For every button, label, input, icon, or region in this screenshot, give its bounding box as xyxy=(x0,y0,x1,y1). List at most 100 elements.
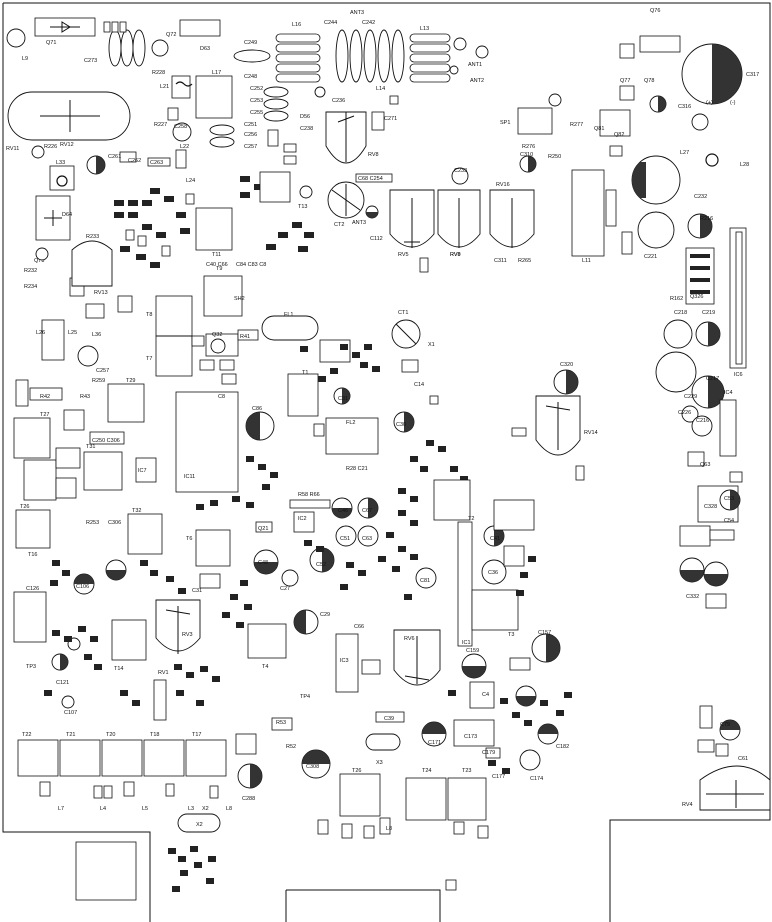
svg-text:C179: C179 xyxy=(482,750,495,756)
svg-text:(+): (+) xyxy=(706,100,713,106)
svg-text:T32: T32 xyxy=(132,508,141,514)
svg-text:CT2: CT2 xyxy=(334,222,344,228)
label-T23: T23 xyxy=(462,768,471,774)
svg-text:C157: C157 xyxy=(538,630,551,636)
svg-text:C250 C306: C250 C306 xyxy=(92,438,120,444)
svg-text:C177: C177 xyxy=(492,774,505,780)
label-RV13: RV13 xyxy=(94,290,108,296)
svg-text:C39: C39 xyxy=(384,716,394,722)
smt-cluster-left-lower xyxy=(44,560,220,706)
svg-text:C310: C310 xyxy=(520,152,533,158)
svg-text:D63: D63 xyxy=(200,46,210,52)
svg-text:L14: L14 xyxy=(376,86,385,92)
svg-text:Q21: Q21 xyxy=(258,526,268,532)
svg-text:T11: T11 xyxy=(212,252,221,258)
left-middle-region: D64 R233 R232 R234 Q73 L26 L25 L36 C257 xyxy=(24,171,314,374)
svg-text:C271: C271 xyxy=(384,116,397,122)
svg-text:Q326: Q326 xyxy=(690,294,703,300)
svg-text:C27: C27 xyxy=(280,586,290,592)
svg-text:C257: C257 xyxy=(96,368,109,374)
svg-text:C112: C112 xyxy=(370,236,383,242)
bottom-center-region: R53 R52 C308 T26 T24 L8 C177 C179 xyxy=(271,717,505,891)
svg-text:ANT2: ANT2 xyxy=(470,78,484,84)
svg-text:R28 C21: R28 C21 xyxy=(346,466,368,472)
svg-text:C84 C83 C8: C84 C83 C8 xyxy=(236,262,266,268)
label-RV14: RV14 xyxy=(584,430,598,436)
svg-text:L36: L36 xyxy=(92,332,101,338)
svg-text:C256: C256 xyxy=(244,132,257,138)
svg-text:R42: R42 xyxy=(40,394,50,400)
svg-text:D64: D64 xyxy=(62,212,72,218)
svg-text:C258: C258 xyxy=(174,124,187,130)
label-RV5: RV5 xyxy=(398,252,409,258)
svg-text:L28: L28 xyxy=(740,162,749,168)
svg-text:C4: C4 xyxy=(482,692,489,698)
right-middle-region: C320 C217 C229 C226 C218 C219 IC4 C216 Q… xyxy=(535,310,743,609)
svg-text:L8: L8 xyxy=(226,806,232,812)
svg-text:SH2: SH2 xyxy=(234,296,245,302)
svg-text:R228: R228 xyxy=(152,70,165,76)
svg-text:C67: C67 xyxy=(362,508,372,514)
label-FL1: FL1 xyxy=(284,312,293,318)
svg-text:Q82: Q82 xyxy=(614,132,624,138)
svg-text:R265: R265 xyxy=(518,258,531,264)
svg-text:C249: C249 xyxy=(244,40,257,46)
svg-text:T1: T1 xyxy=(302,370,308,376)
svg-text:C86: C86 xyxy=(252,406,262,412)
top-left-region: L9 Q71 C273 Q72 D63 C261 C262 L33 R226 L… xyxy=(6,17,233,191)
pot-row: CT2 C112 ANT3 C68 C254 RV8 C311 R265 C23… xyxy=(327,152,537,273)
svg-text:T21: T21 xyxy=(66,732,75,738)
svg-text:C288: C288 xyxy=(242,796,255,802)
svg-text:L24: L24 xyxy=(186,178,195,184)
svg-text:C31: C31 xyxy=(338,396,348,402)
svg-text:T27: T27 xyxy=(40,412,49,418)
bottom-transformer-row: T21 T20 T18 T17 L7 L4 L5 L3 X2 L8 X2 C28… xyxy=(17,732,263,901)
svg-text:C238: C238 xyxy=(300,126,313,132)
svg-text:R41: R41 xyxy=(240,334,250,340)
svg-text:C311: C311 xyxy=(494,258,507,264)
label-RV6: RV6 xyxy=(404,636,415,642)
svg-text:T9: T9 xyxy=(216,266,222,272)
svg-text:Q71: Q71 xyxy=(46,40,56,46)
svg-text:D56: D56 xyxy=(300,114,310,120)
svg-text:Q76: Q76 xyxy=(650,8,660,14)
svg-text:C159: C159 xyxy=(466,648,479,654)
svg-text:T8: T8 xyxy=(146,312,152,318)
svg-text:L5: L5 xyxy=(142,806,148,812)
svg-text:C40 C66: C40 C66 xyxy=(206,262,228,268)
svg-text:R53: R53 xyxy=(276,720,286,726)
svg-text:RV1: RV1 xyxy=(158,670,169,676)
svg-text:C51: C51 xyxy=(340,536,350,542)
svg-text:Q78: Q78 xyxy=(644,78,654,84)
svg-text:C226: C226 xyxy=(678,410,691,416)
svg-text:C308: C308 xyxy=(306,764,319,770)
svg-text:ANT3: ANT3 xyxy=(352,220,366,226)
svg-text:TP3: TP3 xyxy=(26,664,36,670)
coil-L13 xyxy=(409,33,451,83)
label-IC6: IC6 xyxy=(734,372,743,378)
svg-text:L21: L21 xyxy=(160,84,169,90)
label-L11: L11 xyxy=(582,258,591,264)
coil-L16 xyxy=(275,33,321,83)
svg-text:R58 R66: R58 R66 xyxy=(298,492,320,498)
svg-text:C171: C171 xyxy=(428,740,441,746)
svg-text:C257: C257 xyxy=(244,144,257,150)
label-IC1: IC1 xyxy=(462,640,471,646)
svg-text:C52: C52 xyxy=(316,562,326,568)
svg-text:C216: C216 xyxy=(696,418,709,424)
svg-text:R276: R276 xyxy=(522,144,535,150)
label-RV3: RV3 xyxy=(182,632,193,638)
svg-text:C81: C81 xyxy=(420,578,430,584)
svg-text:L9: L9 xyxy=(22,56,28,62)
svg-text:RV16: RV16 xyxy=(496,182,510,188)
svg-text:L22: L22 xyxy=(180,144,189,150)
svg-text:C48: C48 xyxy=(258,560,268,566)
svg-text:C68 C254: C68 C254 xyxy=(358,176,383,182)
label-T22: T22 xyxy=(22,732,31,738)
label-CT1: CT1 xyxy=(398,310,408,316)
svg-text:Q77: Q77 xyxy=(620,78,630,84)
svg-text:C229: C229 xyxy=(684,394,697,400)
svg-text:C106: C106 xyxy=(76,584,89,590)
svg-text:R43: R43 xyxy=(80,394,90,400)
svg-text:C219: C219 xyxy=(702,310,715,316)
